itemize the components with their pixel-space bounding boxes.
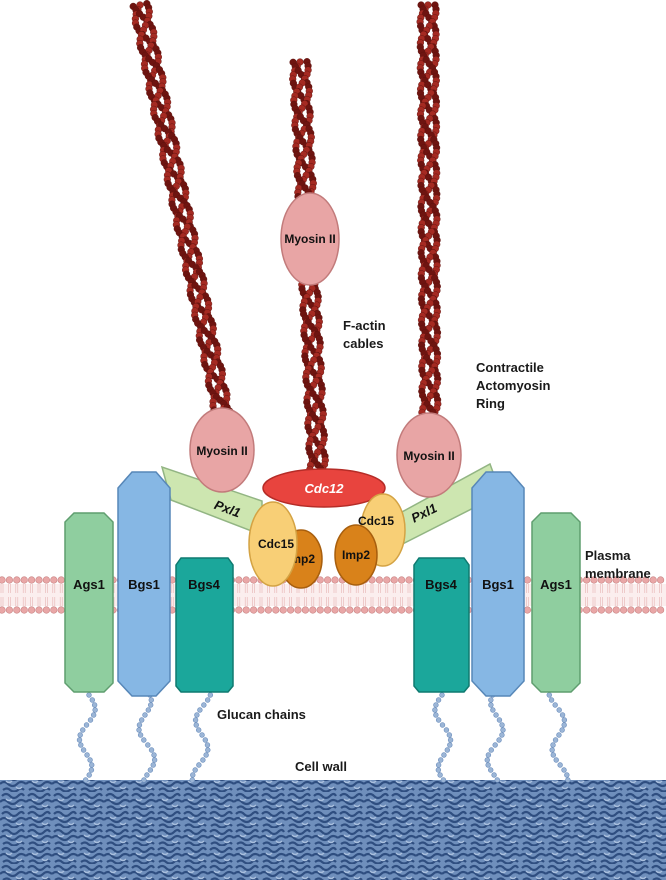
myosin-top-label: Myosin II [284,232,335,246]
plasma-membrane-label-line1: Plasma [585,548,631,563]
cdc15-left-label: Cdc15 [258,537,294,551]
bgs4-left: Bgs4 [175,557,234,693]
bgs1-right-label: Bgs1 [482,577,514,592]
bgs1-left-label: Bgs1 [128,577,160,592]
ags1-right: Ags1 [531,512,581,693]
ags1-left-label: Ags1 [73,577,105,592]
contractile-label-line2: Actomyosin [476,378,550,393]
cdc15-right-label: Cdc15 [358,514,394,528]
myosin-ii-top: Myosin II [280,192,340,286]
f-actin-label-line2: cables [343,336,383,351]
ags1-left: Ags1 [64,512,114,693]
plasma-membrane-label-line2: membrane [585,566,651,581]
bgs1-right: Bgs1 [471,471,525,697]
myosin-left-label: Myosin II [196,444,247,458]
cdc12-label: Cdc12 [304,481,344,496]
imp2-right-label: Imp2 [342,548,370,562]
ags1-right-label: Ags1 [540,577,572,592]
f-actin-label-line1: F-actin [343,318,386,333]
cell-wall [0,780,666,880]
cdc15-left: Cdc15 [248,501,298,587]
bgs4-right: Bgs4 [413,557,470,693]
f-actin-cables [129,0,442,478]
myosin-ii-right: Myosin II [396,412,462,498]
bgs1-left: Bgs1 [117,471,171,697]
myosin-right-label: Myosin II [403,449,454,463]
bgs4-right-label: Bgs4 [425,577,458,592]
glucan-chains [76,692,571,783]
cdc12: Cdc12 [262,468,386,508]
contractile-label-line1: Contractile [476,360,544,375]
myosin-ii-left: Myosin II [189,407,255,493]
glucan-chains-label: Glucan chains [217,707,306,722]
bgs4-left-label: Bgs4 [188,577,221,592]
imp2-right: Imp2 [334,524,378,586]
cell-wall-label: Cell wall [295,759,347,774]
contractile-label-line3: Ring [476,396,505,411]
